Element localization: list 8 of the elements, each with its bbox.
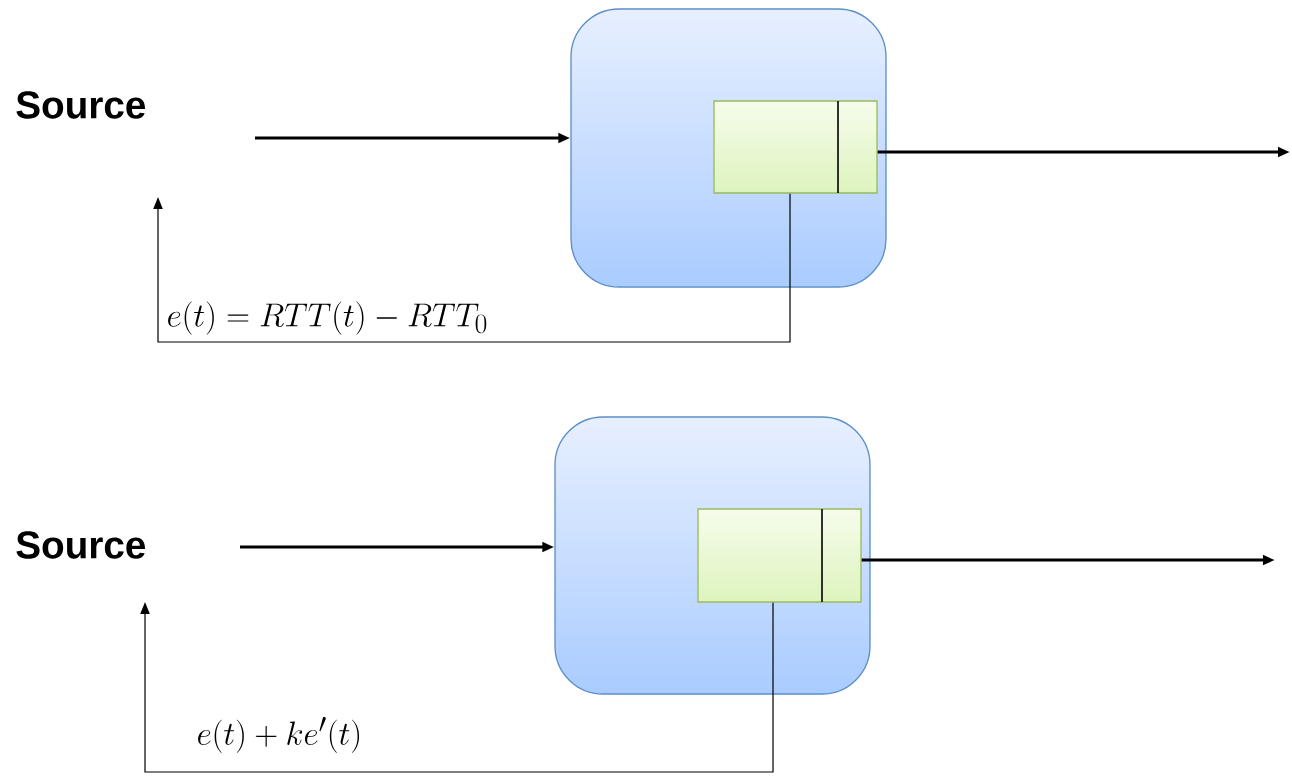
formula-label: $e(t) + ke'(t)$ bbox=[198, 717, 360, 753]
queue-box bbox=[697, 508, 862, 603]
arrow bbox=[153, 193, 791, 343]
formula-label: $e(t) = RTT(t) - RTT_0$ bbox=[168, 301, 487, 335]
arrow bbox=[140, 602, 774, 773]
source-label: Source bbox=[16, 91, 146, 119]
source-label: Source bbox=[16, 531, 146, 559]
queue-box bbox=[713, 100, 878, 194]
